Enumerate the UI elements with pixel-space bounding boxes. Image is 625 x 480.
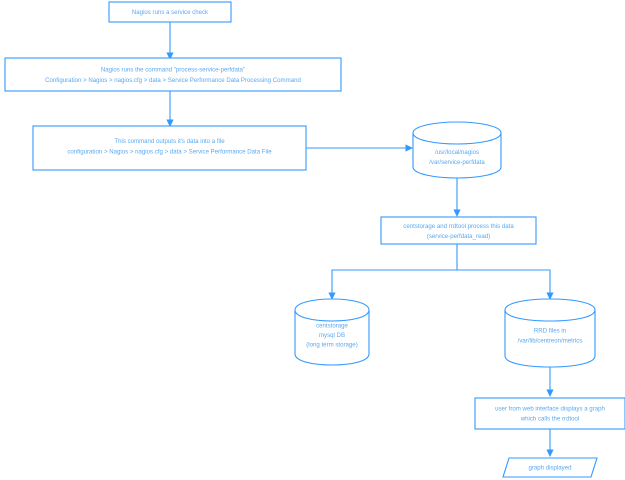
- node-web-interface-graph[interactable]: user from web interface displays a graph…: [474, 397, 625, 430]
- node-process-service-perfdata[interactable]: Nagios runs the command "process-service…: [4, 57, 342, 92]
- connector-outputs-to-perfdata-file: [306, 144, 413, 152]
- node-rrd-files-line-2: /var/lib/centreon/metrics: [518, 338, 583, 345]
- node-web-interface-graph-line-1: user from web interface displays a graph: [495, 406, 605, 413]
- node-process-service-perfdata-line-2: Configuration > Nagios > nagios.cfg > da…: [45, 77, 301, 84]
- node-centstorage-mysql-db-line-1: centstorage: [316, 323, 348, 330]
- node-outputs-data-file[interactable]: This command outputs it's data into a fi…: [32, 125, 307, 171]
- node-web-interface-graph-line-2: which calls the rrdtool: [520, 416, 580, 423]
- node-service-perfdata-file-line-1: /usr/local/nagios: [435, 149, 479, 156]
- node-service-check-line-1: Nagios runs a service check: [132, 9, 209, 16]
- node-centstorage-rrdtool-process-line-2: (service-perfdata_read): [427, 233, 490, 240]
- connector-process-data-branch: [328, 244, 554, 300]
- connector-perfdata-file-to-process-data: [453, 178, 461, 217]
- node-centstorage-mysql-db-line-3: (long term storage): [306, 342, 357, 349]
- node-centstorage-mysql-db[interactable]: centstorage mysql DB (long term storage): [294, 298, 370, 366]
- node-rrd-files[interactable]: RRD files in /var/lib/centreon/metrics: [504, 298, 596, 368]
- node-outputs-data-file-line-1: This command outputs it's data into a fi…: [114, 138, 225, 145]
- node-service-perfdata-file-line-2: /var/service-perfdata: [429, 159, 485, 166]
- connector-process-to-outputs: [166, 91, 174, 127]
- node-outputs-data-file-line-2: configuration > Nagios > nagios.cfg > da…: [67, 149, 272, 156]
- node-centstorage-mysql-db-line-2: mysql DB: [319, 332, 345, 339]
- node-rrd-files-line-1: RRD files in: [534, 328, 566, 335]
- node-service-check[interactable]: Nagios runs a service check: [108, 1, 232, 23]
- node-centstorage-rrdtool-process-line-1: centstorage and rrdtool process this dat…: [403, 223, 514, 230]
- node-graph-displayed-line-1: graph displayed: [528, 465, 571, 472]
- node-process-service-perfdata-line-1: Nagios runs the command "process-service…: [101, 67, 245, 74]
- connector-rrd-to-web-interface: [546, 367, 554, 397]
- node-graph-displayed[interactable]: graph displayed: [502, 457, 598, 478]
- node-centstorage-rrdtool-process[interactable]: centstorage and rrdtool process this dat…: [380, 216, 537, 245]
- connector-web-interface-to-graph-displayed: [546, 429, 554, 457]
- connector-service-check-to-process: [166, 22, 174, 60]
- node-service-perfdata-file[interactable]: /usr/local/nagios /var/service-perfdata: [412, 121, 502, 179]
